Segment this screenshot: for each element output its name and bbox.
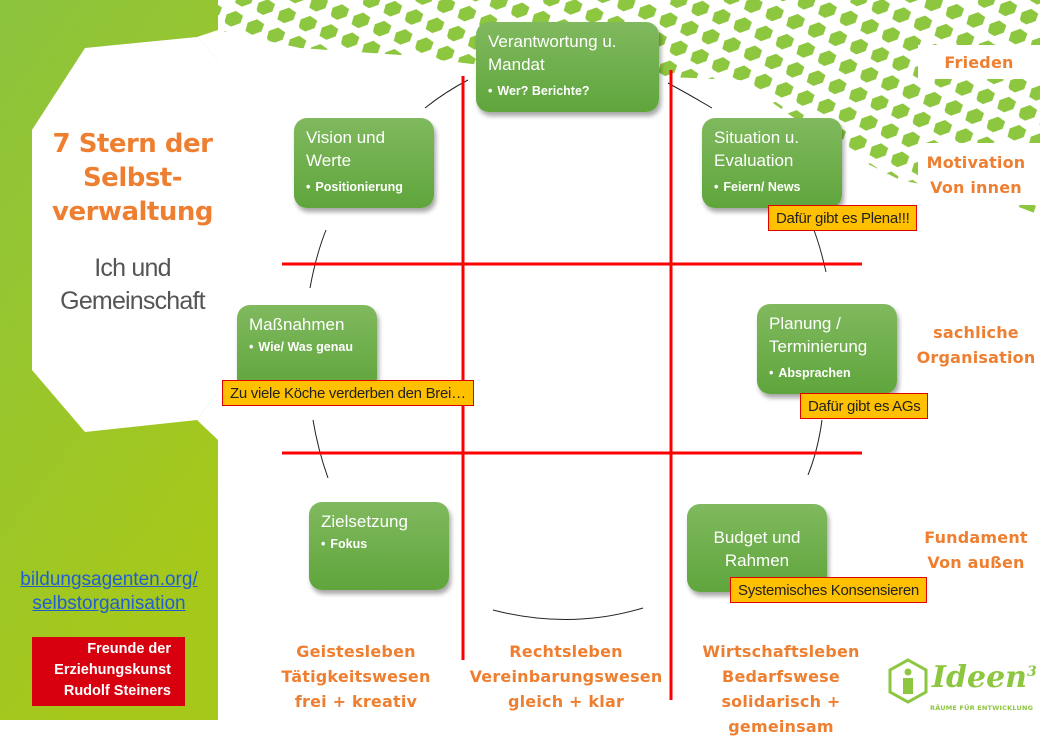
node-bullet: Positionierung: [306, 180, 422, 194]
title-line: Selbst-: [82, 163, 183, 193]
frieden-box: [918, 45, 1040, 79]
link-line[interactable]: selbstorganisation: [32, 593, 186, 614]
arc-segment: [667, 82, 713, 109]
node-vision: Vision und Werte Positionierung: [294, 118, 434, 208]
ideen-logo-tagline: RÄUME FÜR ENTWICKLUNG: [930, 704, 1034, 712]
subtitle-line: Ich und: [94, 254, 171, 282]
ideen-logo-icon: [888, 658, 928, 704]
node-verantwortung: Verantwortung u. Mandat Wer? Berichte?: [476, 22, 659, 112]
website-link[interactable]: bildungsagenten.org/ selbstorganisation: [0, 568, 218, 616]
column-line: Wirtschaftsleben: [702, 642, 860, 661]
ideen-logo-text: Ideen3: [932, 660, 1037, 695]
node-title: Maßnahmen: [249, 315, 345, 334]
note-koeche: Zu viele Köche verderben den Brei…: [222, 380, 474, 406]
subtitle-line: Gemeinschaft: [60, 287, 205, 315]
title-hexagon: [32, 37, 252, 432]
link-line[interactable]: bildungsagenten.org/: [20, 569, 198, 590]
column-line: Rechtsleben: [509, 642, 623, 661]
arc-segment: [309, 229, 327, 289]
column-line: frei + kreativ: [294, 692, 418, 711]
column-line: solidarisch + gemeinsam: [721, 692, 841, 736]
node-bullet: Feiern/ News: [714, 180, 830, 194]
logo-name: Ideen: [932, 660, 1027, 695]
column-wirtschaftsleben: Wirtschaftsleben Bedarfswese solidarisch…: [676, 639, 886, 739]
node-title: Vision und Werte: [306, 128, 386, 170]
column-line: gleich + klar: [507, 692, 625, 711]
label-line: sachliche: [933, 323, 1019, 342]
column-line: Tätigkeitswesen: [281, 667, 431, 686]
note-konsens: Systemisches Konsensieren: [730, 577, 927, 603]
title-line: verwaltung: [52, 197, 213, 227]
node-title: Verantwortung u. Mandat: [488, 32, 617, 74]
label-frieden: Frieden: [944, 53, 1014, 72]
label-sachlich: sachliche Organisation: [915, 320, 1037, 370]
honeycomb-band: [218, 0, 1040, 215]
page-title: 7 Stern der Selbst- verwaltung: [30, 127, 235, 229]
node-bullet: Wie/ Was genau: [249, 340, 365, 354]
node-zielsetzung: Zielsetzung Fokus: [309, 502, 449, 590]
node-title: Planung / Terminierung: [769, 314, 868, 356]
node-bullet: Fokus: [321, 537, 437, 551]
node-bullet: Absprachen: [769, 366, 885, 380]
sponsor-logo: Freunde der Erziehungskunst Rudolf Stein…: [32, 637, 185, 706]
label-fundament: Fundament Von außen: [915, 525, 1037, 575]
column-line: Bedarfswese: [722, 667, 840, 686]
note-ags: Dafür gibt es AGs: [800, 393, 929, 419]
label-line: Organisation: [916, 348, 1036, 367]
sponsor-line: Rudolf Steiners: [63, 683, 171, 699]
column-line: Vereinbarungswesen: [469, 667, 663, 686]
node-massnahmen: Maßnahmen Wie/ Was genau: [237, 305, 377, 391]
arc-segment: [492, 607, 644, 621]
arc-segment: [807, 419, 823, 476]
node-bullet: Wer? Berichte?: [488, 84, 647, 98]
sponsor-line: Erziehungskunst: [54, 662, 171, 678]
node-title: Situation u. Evaluation: [714, 128, 800, 170]
node-planung: Planung / Terminierung Absprachen: [757, 304, 897, 394]
label-line: Von außen: [927, 553, 1025, 572]
title-line: 7 Stern der: [52, 129, 213, 159]
label-line: Motivation: [926, 153, 1026, 172]
node-title: Zielsetzung: [321, 512, 408, 531]
column-geistesleben: Geistesleben Tätigkeitswesen frei + krea…: [256, 639, 456, 714]
column-rechtsleben: Rechtsleben Vereinbarungswesen gleich + …: [466, 639, 666, 714]
node-title: Budget und Rahmen: [713, 528, 801, 570]
label-line: Von innen: [930, 178, 1022, 197]
note-plena: Dafür gibt es Plena!!!: [768, 205, 918, 231]
arc-segment: [312, 419, 329, 479]
node-situation: Situation u. Evaluation Feiern/ News: [702, 118, 842, 208]
logo-superscript: 3: [1027, 664, 1037, 680]
label-motivation: Motivation Von innen: [915, 150, 1037, 200]
background: [0, 0, 1040, 720]
motivation-box: [918, 143, 1040, 205]
sponsor-line: Freunde der: [87, 641, 171, 657]
page-subtitle: Ich und Gemeinschaft: [30, 252, 235, 318]
label-line: Fundament: [924, 528, 1028, 547]
column-line: Geistesleben: [296, 642, 416, 661]
